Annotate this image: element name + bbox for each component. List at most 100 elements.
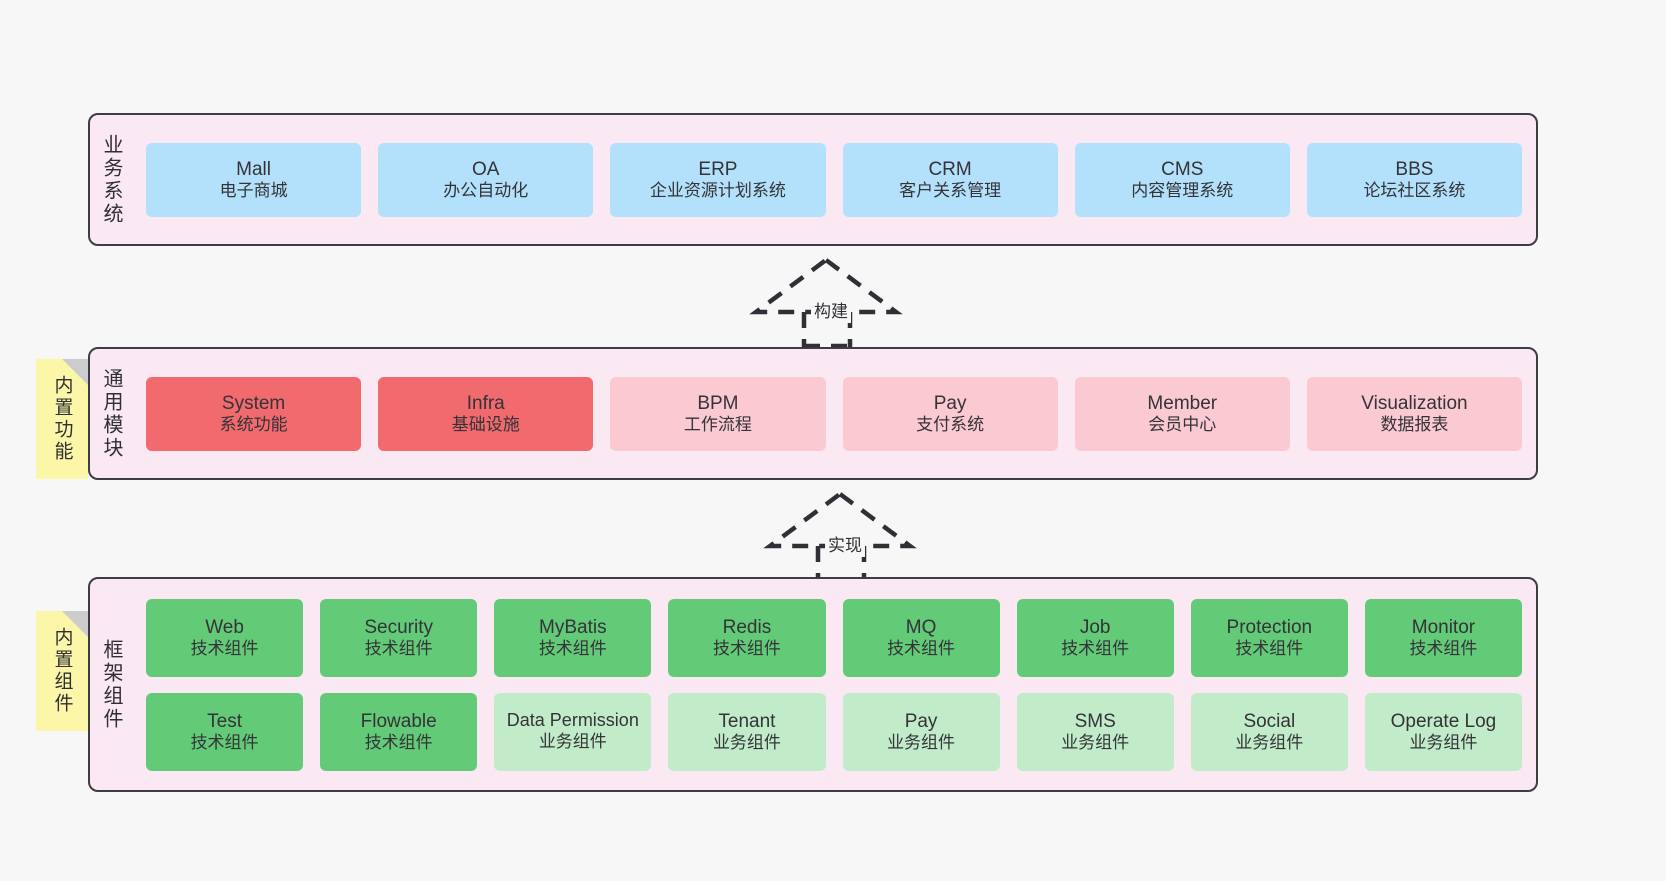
node-mybatis[interactable]: MyBatis 技术组件 (494, 598, 652, 677)
node-subtitle: 电子商城 (219, 180, 288, 200)
node-title: Social (1243, 710, 1296, 732)
connector-implement: 实现 (763, 490, 917, 583)
node-title: Web (205, 616, 244, 638)
node-subtitle: 论坛社区系统 (1363, 180, 1466, 200)
node-operate-log[interactable]: Operate Log 业务组件 (1364, 692, 1522, 771)
node-cms[interactable]: CMS 内容管理系统 (1074, 142, 1290, 217)
node-title: Pay (933, 392, 967, 414)
layer-title-business-system: 业务系统 (100, 133, 122, 226)
node-job[interactable]: Job 技术组件 (1016, 598, 1174, 677)
node-infra[interactable]: Infra 基础设施 (378, 376, 594, 451)
node-title: Protection (1226, 616, 1313, 638)
node-pay-module[interactable]: Pay 支付系统 (842, 376, 1058, 451)
node-subtitle: 技术组件 (538, 638, 607, 658)
node-subtitle: 系统功能 (219, 414, 288, 434)
node-title: CMS (1161, 158, 1204, 180)
node-title: Operate Log (1390, 710, 1497, 732)
node-subtitle: 技术组件 (887, 638, 956, 658)
node-crm[interactable]: CRM 客户关系管理 (842, 142, 1058, 217)
note-label: 内置功能 (51, 375, 73, 463)
node-subtitle: 企业资源计划系统 (649, 180, 786, 200)
node-pay-component[interactable]: Pay 业务组件 (842, 692, 1000, 771)
arrowhead-up-icon (763, 491, 917, 549)
node-flowable[interactable]: Flowable 技术组件 (320, 692, 478, 771)
node-subtitle: 数据报表 (1380, 414, 1449, 434)
node-social[interactable]: Social 业务组件 (1190, 692, 1348, 771)
node-monitor[interactable]: Monitor 技术组件 (1364, 598, 1522, 677)
layer-title-framework-component: 框架组件 (100, 638, 122, 731)
row: Web 技术组件 Security 技术组件 MyBatis 技术组件 Redi… (146, 598, 1522, 677)
connector-label-implement: 实现 (825, 530, 865, 557)
node-bbs[interactable]: BBS 论坛社区系统 (1306, 142, 1523, 217)
node-mq[interactable]: MQ 技术组件 (842, 598, 1000, 677)
node-sms[interactable]: SMS 业务组件 (1016, 692, 1174, 771)
node-tenant[interactable]: Tenant 业务组件 (668, 692, 826, 771)
node-subtitle: 内容管理系统 (1131, 180, 1234, 200)
layer-title-common-module: 通用模块 (100, 367, 122, 460)
node-visualization[interactable]: Visualization 数据报表 (1306, 376, 1523, 451)
node-subtitle: 业务组件 (1061, 732, 1130, 752)
node-title: Member (1147, 392, 1218, 414)
node-title: System (221, 392, 286, 414)
node-title: CRM (928, 158, 972, 180)
node-subtitle: 业务组件 (1235, 732, 1304, 752)
layer-body-business-system: Mall 电子商城 OA 办公自动化 ERP 企业资源计划系统 CRM 客户关系… (132, 115, 1536, 244)
arrowhead-up-icon (749, 257, 903, 315)
node-subtitle: 技术组件 (712, 638, 781, 658)
node-title: Monitor (1411, 616, 1476, 638)
node-title: Tenant (718, 710, 776, 732)
layer-body-common-module: System 系统功能 Infra 基础设施 BPM 工作流程 Pay 支付系统… (132, 349, 1536, 478)
node-subtitle: 技术组件 (1061, 638, 1130, 658)
row: System 系统功能 Infra 基础设施 BPM 工作流程 Pay 支付系统… (146, 376, 1523, 451)
node-subtitle: 业务组件 (538, 732, 607, 752)
row: Mall 电子商城 OA 办公自动化 ERP 企业资源计划系统 CRM 客户关系… (146, 142, 1523, 217)
layer-business-system: 业务系统 Mall 电子商城 OA 办公自动化 ERP 企业资源计划系统 CRM… (88, 113, 1538, 246)
node-title: Pay (904, 710, 938, 732)
node-subtitle: 技术组件 (1409, 638, 1478, 658)
node-title: MyBatis (539, 616, 607, 638)
node-title: Infra (466, 392, 505, 414)
row: Test 技术组件 Flowable 技术组件 Data Permission … (146, 692, 1522, 771)
node-title: Security (364, 616, 433, 638)
node-bpm[interactable]: BPM 工作流程 (610, 376, 826, 451)
sticky-note-builtin-function: 内置功能 (36, 359, 88, 479)
connector-label-build: 构建 (811, 296, 851, 323)
node-title: MQ (905, 616, 937, 638)
node-title: SMS (1074, 710, 1116, 732)
node-title: BBS (1395, 158, 1434, 180)
sticky-note-builtin-component: 内置组件 (36, 611, 88, 731)
node-subtitle: 技术组件 (364, 732, 433, 752)
layer-common-module: 通用模块 System 系统功能 Infra 基础设施 BPM 工作流程 Pay… (88, 347, 1538, 480)
node-title: Data Permission (506, 710, 639, 731)
node-title: Redis (722, 616, 772, 638)
note-fold-corner-icon (62, 611, 88, 637)
node-subtitle: 业务组件 (887, 732, 956, 752)
node-data-permission[interactable]: Data Permission 业务组件 (494, 692, 652, 771)
note-label: 内置组件 (51, 627, 73, 715)
node-redis[interactable]: Redis 技术组件 (668, 598, 826, 677)
node-security[interactable]: Security 技术组件 (320, 598, 478, 677)
node-test[interactable]: Test 技术组件 (146, 692, 304, 771)
node-subtitle: 技术组件 (364, 638, 433, 658)
node-subtitle: 支付系统 (916, 414, 985, 434)
node-system[interactable]: System 系统功能 (146, 376, 362, 451)
node-protection[interactable]: Protection 技术组件 (1190, 598, 1348, 677)
node-member[interactable]: Member 会员中心 (1074, 376, 1290, 451)
node-mall[interactable]: Mall 电子商城 (146, 142, 362, 217)
node-subtitle: 技术组件 (1235, 638, 1304, 658)
node-title: ERP (698, 158, 738, 180)
node-title: Mall (236, 158, 271, 180)
node-subtitle: 办公自动化 (443, 180, 529, 200)
note-fold-corner-icon (62, 359, 88, 385)
node-title: BPM (697, 392, 739, 414)
node-title: Visualization (1361, 392, 1468, 414)
node-subtitle: 技术组件 (190, 732, 259, 752)
node-title: Test (207, 710, 242, 732)
node-subtitle: 业务组件 (712, 732, 781, 752)
node-subtitle: 业务组件 (1409, 732, 1478, 752)
node-erp[interactable]: ERP 企业资源计划系统 (610, 142, 826, 217)
node-web[interactable]: Web 技术组件 (146, 598, 304, 677)
node-oa[interactable]: OA 办公自动化 (378, 142, 594, 217)
node-title: OA (472, 158, 500, 180)
